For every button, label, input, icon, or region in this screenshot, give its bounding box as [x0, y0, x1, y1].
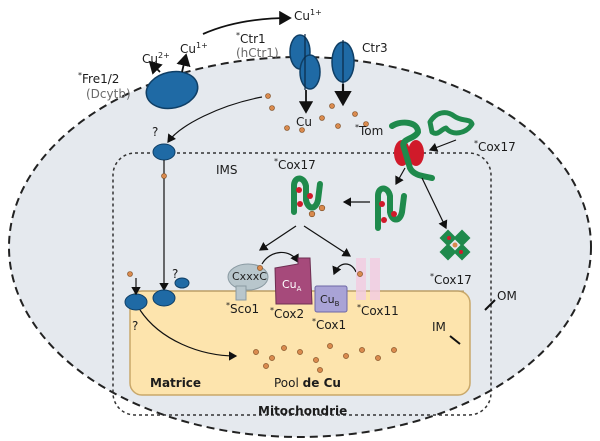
fre-transporter-icon: [145, 70, 199, 110]
label-om: OM: [497, 289, 517, 303]
label-cu2-ext: Cu2+: [142, 51, 170, 66]
label-cu1-top: Cu1+: [294, 8, 322, 23]
arrow-tom-to-oligomer: [421, 177, 448, 230]
arrow-cu2-to-fre: [148, 60, 163, 75]
label-q2: ?: [172, 267, 179, 281]
ctr1-channel-icon: [289, 34, 321, 90]
label-cox11: *Cox11: [357, 303, 399, 318]
label-ims: IMS: [216, 163, 238, 177]
cox17-protein-icon: [427, 110, 475, 136]
ctr3-channel-icon: [331, 40, 355, 84]
im-pointer: [449, 335, 461, 345]
label-cxxxc: CxxxC: [232, 270, 267, 283]
unknown-transporter-om-icon: [152, 143, 176, 161]
om-pointer: [484, 299, 496, 311]
label-cub: CuB: [320, 293, 340, 309]
label-cox1: *Cox1: [312, 317, 347, 332]
label-mitochondrie: Mitochondrie: [258, 404, 348, 418]
arrow-cox17-to-cox11: [303, 225, 352, 257]
label-matrice: Matrice: [150, 376, 202, 390]
label-cox17-ims: *Cox17: [274, 157, 316, 172]
arrow-cox17-to-tom: [428, 139, 457, 152]
arrow-cox11-to-cox1: [332, 263, 357, 276]
mitochondrion-outer-membrane: [112, 152, 492, 416]
cox11-protein-icon: [356, 258, 380, 300]
label-sco1: *Sco1: [226, 301, 260, 316]
matrix-copper-pool: [253, 343, 397, 373]
label-q3: ?: [132, 319, 139, 333]
arrow-cyto-to-om: [167, 96, 263, 143]
label-dcytb: (Dcytb): [86, 87, 131, 101]
sco1-protein-icon: [227, 263, 269, 301]
arrow-matrix-pool: [139, 309, 238, 361]
label-fre12: *Fre1/2: [78, 71, 120, 86]
label-pool: Pool de Cu: [274, 376, 341, 390]
label-cu-cyto: Cu: [296, 115, 312, 129]
label-cua: CuA: [282, 278, 302, 294]
arrow-cu1-to-top: [202, 10, 292, 35]
arrow-cox17-to-sco1: [259, 225, 297, 251]
unknown-transporter-im-icon: [124, 277, 190, 311]
copper-ion-icon: [161, 173, 167, 179]
cox17-ims-icon: [291, 175, 326, 218]
label-cox17-cyto: *Cox17: [474, 139, 516, 154]
label-cox17-oligo: *Cox17: [430, 272, 472, 287]
label-hctr1: (hCtr1): [236, 46, 279, 60]
label-q1: ?: [152, 125, 159, 139]
label-im: IM: [432, 320, 446, 334]
label-ctr1: *Ctr1: [236, 31, 266, 46]
label-tom: *Tom: [355, 123, 384, 138]
label-cu1-ext: Cu1+: [180, 41, 208, 56]
cox2-protein-icon: [274, 257, 313, 305]
arrow-sco1-to-cox2: [261, 251, 299, 265]
arrow-tom-to-cox17: [395, 167, 406, 186]
tom-complex-icon: [389, 119, 435, 181]
cox17-oligomer-icon: [439, 229, 471, 261]
label-cox2: *Cox2: [270, 306, 305, 321]
copper-ion-icon: [127, 271, 133, 277]
cox1-protein-icon: [314, 285, 348, 313]
cox17-ims-loaded-icon: [375, 185, 407, 231]
label-ctr3: Ctr3: [362, 41, 388, 55]
cytosolic-copper-ions: [265, 93, 369, 133]
arrow-fre-to-cu1: [176, 53, 191, 73]
